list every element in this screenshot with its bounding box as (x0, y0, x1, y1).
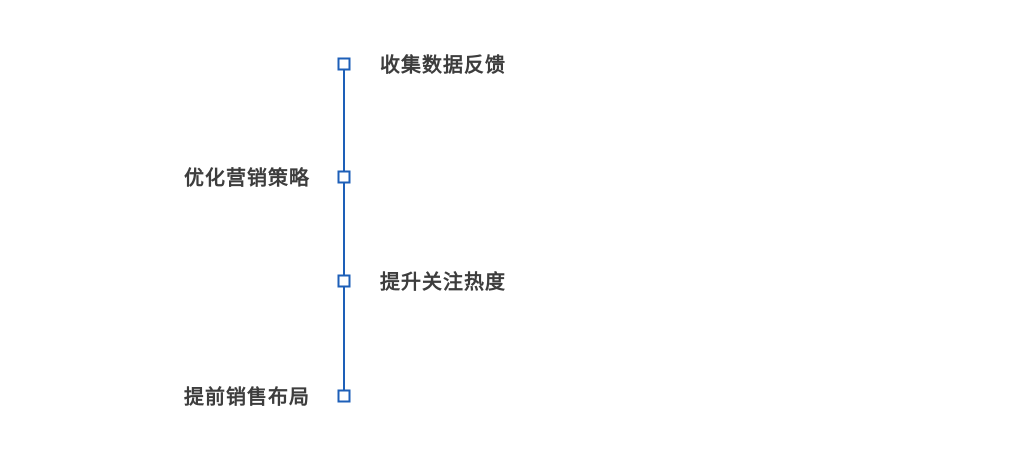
timeline-node-label: 提升关注热度 (380, 269, 506, 294)
timeline-line (343, 64, 345, 396)
timeline-node-label: 收集数据反馈 (380, 52, 506, 77)
timeline-node-square (337, 170, 351, 184)
timeline-node-square (337, 274, 351, 288)
timeline-node-square (337, 389, 351, 403)
timeline-node-square (337, 57, 351, 71)
timeline-node-label: 提前销售布局 (184, 384, 310, 409)
timeline-node-label: 优化营销策略 (184, 165, 310, 190)
